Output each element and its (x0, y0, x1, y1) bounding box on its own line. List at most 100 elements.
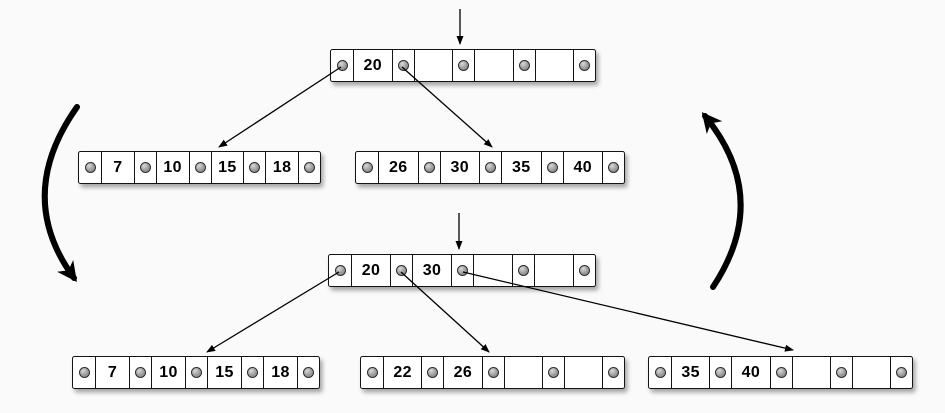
key-cell: 40 (731, 357, 769, 388)
pointer-dot-icon (579, 60, 590, 71)
key-cell (791, 357, 830, 388)
pointer-cell (512, 50, 535, 81)
pointer-dot-icon (84, 162, 96, 173)
pointer-cell (573, 255, 595, 286)
key-cell: 15 (210, 152, 244, 183)
key-cell (503, 357, 542, 388)
key-cell: 35 (501, 152, 541, 183)
pointer-dot-icon (336, 60, 348, 71)
key-cell: 35 (671, 357, 709, 388)
pointer-cell (188, 152, 211, 183)
key-cell: 18 (265, 152, 298, 183)
key-cell: 40 (562, 152, 603, 183)
pointer-dot-icon (361, 162, 373, 173)
pointer-dot-icon (458, 60, 469, 71)
key-cell (413, 50, 453, 81)
pointer-dot-icon (896, 367, 907, 378)
pointer-cell (769, 357, 792, 388)
pointer-cell (331, 50, 353, 81)
pointer-cell (241, 357, 263, 388)
pointer-dot-icon (135, 367, 146, 378)
node-bottom-child-1: 7 10 15 18 (72, 356, 320, 389)
pointer-dot-icon (485, 162, 496, 173)
pointer-cell (298, 152, 320, 183)
key-cell: 22 (383, 357, 421, 388)
child-link-arrow-top-left (218, 66, 342, 148)
pointer-cell (481, 357, 504, 388)
child-link-arrow-bottom-1 (206, 271, 340, 353)
pointer-cell (540, 152, 563, 183)
pointer-cell (829, 357, 852, 388)
node-bottom-child-3: 35 40 (648, 356, 913, 389)
key-cell: 7 (95, 357, 129, 388)
pointer-cell (129, 357, 151, 388)
pointer-cell (451, 255, 473, 286)
pointer-dot-icon (654, 367, 666, 378)
pointer-dot-icon (247, 367, 258, 378)
pointer-dot-icon (304, 162, 315, 173)
pointer-cell (297, 357, 319, 388)
pointer-cell (391, 50, 414, 81)
pointer-dot-icon (366, 367, 378, 378)
pointer-cell (133, 152, 156, 183)
key-cell (563, 357, 602, 388)
pointer-dot-icon (518, 265, 529, 276)
pointer-cell (390, 255, 412, 286)
pointer-dot-icon (249, 162, 261, 173)
pointer-cell (243, 152, 265, 183)
key-cell: 30 (412, 255, 451, 286)
node-bottom-child-2: 22 26 (360, 356, 625, 389)
pointer-dot-icon (775, 367, 787, 378)
pointer-cell (573, 50, 595, 81)
pointer-dot-icon (715, 367, 727, 378)
key-cell: 10 (151, 357, 185, 388)
pointer-dot-icon (191, 367, 202, 378)
pointer-cell (541, 357, 564, 388)
node-top-root: 20 (330, 49, 596, 82)
pointer-dot-icon (397, 60, 409, 71)
pointer-dot-icon (579, 265, 590, 276)
pointer-dot-icon (303, 367, 314, 378)
pointer-dot-icon (457, 265, 468, 276)
pointer-dot-icon (546, 162, 558, 173)
cycle-arrow-right-icon (701, 112, 744, 290)
key-cell: 30 (439, 152, 480, 183)
pointer-dot-icon (78, 367, 90, 378)
pointer-cell (79, 152, 101, 183)
node-top-child-right: 26 30 35 40 (355, 151, 625, 184)
key-cell (851, 357, 890, 388)
key-cell (474, 50, 513, 81)
pointer-cell (479, 152, 501, 183)
pointer-dot-icon (518, 60, 530, 71)
key-cell (534, 50, 574, 81)
key-cell (473, 255, 512, 286)
pointer-dot-icon (608, 162, 619, 173)
pointer-dot-icon (194, 162, 206, 173)
node-top-child-left: 7 10 15 18 (78, 151, 321, 184)
pointer-cell (890, 357, 912, 388)
pointer-cell (602, 152, 624, 183)
node-bottom-root: 20 30 (328, 254, 596, 287)
pointer-cell (649, 357, 671, 388)
pointer-dot-icon (487, 367, 499, 378)
pointer-dot-icon (608, 367, 619, 378)
pointer-dot-icon (423, 162, 435, 173)
pointer-dot-icon (547, 367, 559, 378)
pointer-dot-icon (396, 265, 407, 276)
pointer-cell (602, 357, 624, 388)
pointer-cell (421, 357, 443, 388)
pointer-cell (417, 152, 440, 183)
pointer-dot-icon (427, 367, 439, 378)
key-cell: 15 (207, 357, 241, 388)
pointer-dot-icon (835, 367, 847, 378)
pointer-cell (512, 255, 534, 286)
key-cell: 7 (101, 152, 134, 183)
pointer-cell (356, 152, 378, 183)
pointer-dot-icon (334, 265, 346, 276)
pointer-cell (73, 357, 95, 388)
key-cell: 20 (351, 255, 390, 286)
pointer-cell (709, 357, 731, 388)
key-cell (534, 255, 573, 286)
key-cell: 20 (353, 50, 392, 81)
